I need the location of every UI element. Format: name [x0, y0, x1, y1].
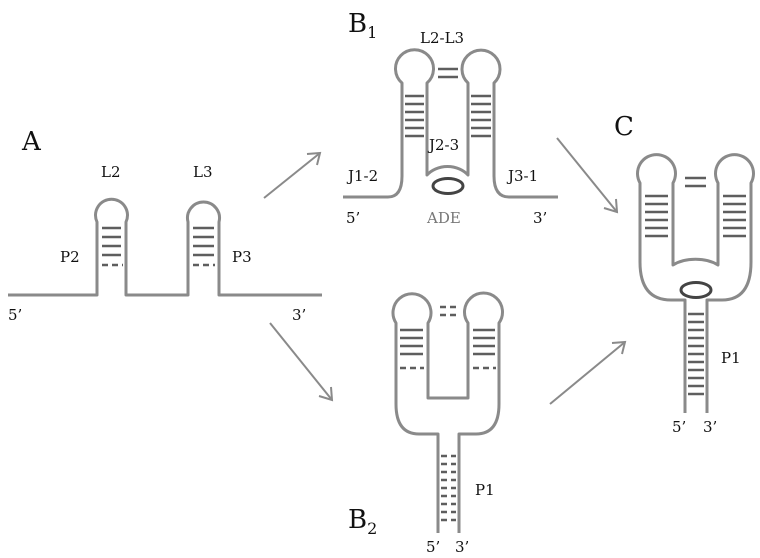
panel-c-left-basepairs — [645, 194, 668, 238]
panel-c: C — [614, 112, 755, 436]
panel-a-p2-basepairs — [102, 226, 123, 267]
panel-a-3prime: 3’ — [292, 306, 306, 324]
panel-b2-3prime: 3’ — [455, 538, 469, 556]
panel-b1-strand — [343, 48, 558, 199]
panel-a-p3-basepairs — [193, 226, 215, 267]
panel-c-p1-basepairs — [688, 312, 704, 396]
panel-c-kissing-pairs — [685, 176, 706, 188]
panel-b2-right-basepairs — [473, 328, 496, 370]
panel-c-stem-p1-label: P1 — [721, 349, 741, 367]
stem-p2-label: P2 — [60, 248, 80, 266]
panel-c-label: C — [614, 112, 634, 142]
panel-c-ligand-ellipse — [679, 281, 713, 299]
panel-c-3prime: 3’ — [703, 418, 717, 436]
junction-j12-label: J1-2 — [346, 167, 378, 185]
panel-b1-left-basepairs — [405, 94, 424, 138]
panel-b2-p1-basepairs — [441, 454, 456, 522]
panel-b1: B1 L2-L3 J2-3 J1-2 J3-1 ADE 5’ — [343, 9, 558, 227]
loop-l2-label: L2 — [101, 163, 121, 181]
arrow-b1-to-c — [556, 137, 619, 214]
adenine-ligand-ellipse — [431, 177, 465, 195]
adenine-label: ADE — [426, 209, 461, 227]
panel-b2-stem-p1-label: P1 — [475, 481, 495, 499]
panel-b2-kissing-pairs — [440, 305, 458, 317]
panel-b2-strand — [391, 291, 504, 533]
panel-b1-3prime: 3’ — [533, 209, 547, 227]
stem-p3-label: P3 — [232, 248, 252, 266]
panel-a: A L2 L3 P2 P3 5’ 3’ — [8, 127, 322, 324]
junction-j23-label: J2-3 — [427, 136, 459, 154]
panel-b1-kissing-pairs — [438, 67, 458, 79]
panel-b1-label: B1 — [348, 9, 377, 42]
junction-j31-label: J3-1 — [506, 167, 538, 185]
arrow-a-to-b2 — [269, 322, 334, 402]
arrow-a-to-b1 — [263, 151, 322, 199]
panel-a-5prime: 5’ — [8, 306, 22, 324]
panel-c-5prime: 5’ — [672, 418, 686, 436]
arrow-b2-to-c — [549, 340, 627, 405]
panel-a-label: A — [21, 127, 42, 157]
panel-b2-label: B2 — [348, 505, 377, 538]
panel-c-strand — [636, 153, 755, 413]
panel-b1-5prime: 5’ — [346, 209, 360, 227]
panel-b1-right-basepairs — [471, 94, 491, 138]
panel-a-strand — [8, 197, 322, 297]
panel-b2: B2 — [348, 291, 504, 556]
panel-c-right-basepairs — [723, 194, 746, 238]
kissing-loop-label: L2-L3 — [420, 29, 464, 47]
panel-b2-5prime: 5’ — [426, 538, 440, 556]
transition-arrows — [263, 137, 627, 405]
panel-b2-left-basepairs — [400, 328, 424, 370]
loop-l3-label: L3 — [193, 163, 213, 181]
